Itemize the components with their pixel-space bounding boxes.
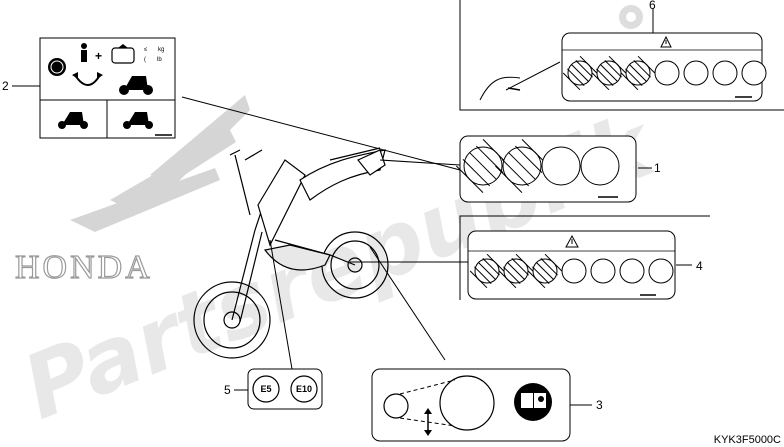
- hatch-line: [474, 266, 492, 284]
- hatch-line: [620, 72, 639, 91]
- warning-icon: [660, 35, 672, 48]
- info-badge-icon: [48, 58, 66, 76]
- hatch-line: [633, 60, 651, 78]
- luggage-icon: [111, 44, 135, 64]
- hatch-line: [482, 258, 500, 276]
- svg-text:≤: ≤: [144, 47, 148, 53]
- hatch-line: [536, 262, 554, 280]
- hatch-line: [462, 158, 491, 187]
- hatch-line: [498, 270, 517, 289]
- manual-icon: [514, 383, 552, 421]
- suspension-icon: [72, 72, 103, 86]
- label-2: + ≤ kg ( lb: [39, 37, 176, 139]
- hatch-line: [600, 64, 618, 82]
- hatch-line: [478, 262, 496, 280]
- label-3: [369, 246, 592, 442]
- hatch-line: [503, 266, 521, 284]
- hatch-line: [540, 258, 558, 276]
- hatch-line: [527, 270, 546, 289]
- symbol-circle: [580, 146, 620, 186]
- svg-text:+: +: [95, 49, 102, 63]
- arrow-icon: [424, 408, 432, 436]
- hatch-line: [486, 253, 505, 272]
- symbol-circle: [590, 258, 616, 284]
- callout-6: 6: [649, 0, 656, 12]
- hatch-line: [469, 270, 488, 289]
- unit-lb: lb: [157, 57, 162, 63]
- symbol-circle: [561, 258, 587, 284]
- hatch-line: [514, 145, 543, 174]
- hatch-line: [532, 266, 550, 284]
- motorcycle-icon: [123, 112, 153, 129]
- hatch-line: [575, 60, 593, 78]
- symbol-circle: [712, 60, 738, 86]
- motorcycle-icon: [119, 76, 153, 95]
- fuel-e5-label: E5: [260, 384, 271, 394]
- callout-5: 5: [224, 383, 231, 397]
- hatch-line: [507, 262, 525, 280]
- hatch-line: [579, 55, 598, 74]
- hatch-line: [591, 72, 610, 91]
- callout-2: 2: [2, 79, 9, 93]
- hatch-line: [625, 68, 643, 86]
- fuel-e5-badge: [252, 375, 280, 403]
- callout-1: 1: [654, 161, 661, 175]
- hatch-line: [456, 165, 484, 193]
- hatch-line: [544, 253, 563, 272]
- fuel-e10-label: E10: [296, 384, 312, 394]
- callout-3: 3: [596, 398, 603, 412]
- hatch-line: [596, 68, 614, 86]
- fuel-e10-badge: [290, 375, 318, 403]
- symbol-circle: [654, 60, 680, 86]
- hatch-line: [562, 72, 581, 91]
- hatch-line: [608, 55, 627, 74]
- gear-icon: [619, 5, 643, 29]
- hatch-line: [629, 64, 647, 82]
- label-5: E5 E10: [234, 239, 323, 410]
- part-code: KYK3F5000C: [714, 434, 781, 446]
- warning-icon: [565, 234, 579, 248]
- label-1: [181, 96, 652, 203]
- unit-kg: kg: [158, 47, 164, 53]
- motorcycle-icon: [58, 112, 88, 129]
- symbol-circle: [683, 60, 709, 86]
- callout-4: 4: [696, 259, 703, 273]
- symbol-circle: [541, 146, 581, 186]
- hatch-line: [508, 152, 536, 180]
- symbol-circle: [648, 258, 674, 284]
- symbol-circle: [619, 258, 645, 284]
- hatch-line: [469, 152, 497, 180]
- symbol-circle: [741, 60, 767, 86]
- rider-icon: [81, 43, 87, 62]
- hatch-line: [511, 258, 529, 276]
- hatch-line: [567, 68, 585, 86]
- hatch-line: [604, 60, 622, 78]
- hatch-line: [495, 165, 523, 193]
- hatch-line: [571, 64, 589, 82]
- hatch-line: [501, 158, 530, 187]
- svg-text:(: (: [144, 57, 146, 63]
- hatch-line: [637, 55, 656, 74]
- hatch-line: [515, 253, 534, 272]
- hatch-line: [475, 145, 504, 174]
- label-4-group: [350, 215, 710, 300]
- honda-wing-logo: [70, 95, 250, 232]
- honda-wordmark: HONDA: [15, 249, 153, 286]
- label-6-group: [459, 0, 784, 111]
